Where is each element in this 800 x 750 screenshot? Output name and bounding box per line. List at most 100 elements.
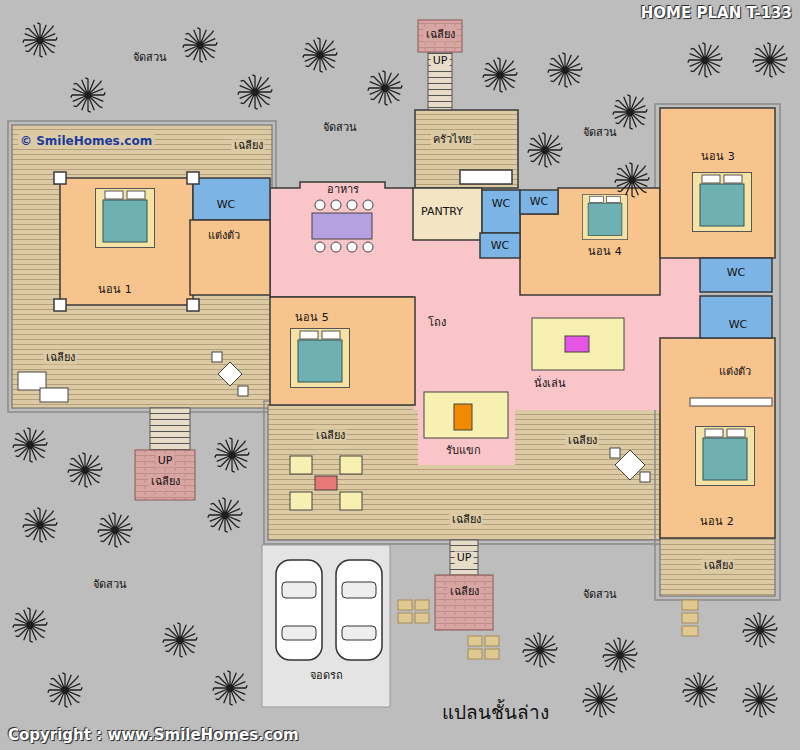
room-label: นั่งเล่น [532, 377, 568, 390]
tree-symbol [603, 638, 637, 672]
stair-landing: UPเฉลียง [435, 540, 493, 630]
furniture [18, 173, 772, 511]
tree-symbol [98, 513, 132, 547]
copyright-note: Copyright : www.SmileHomes.com [6, 726, 301, 744]
rooms [190, 220, 270, 295]
room-label: เฉลียง [566, 434, 599, 447]
rooms [270, 297, 415, 405]
tree-symbol [368, 71, 402, 105]
stepping-stones [468, 649, 482, 659]
garden-label: จัดสวน [581, 126, 619, 139]
deck [8, 121, 276, 412]
bedroom: นอน 2 แต่งตัว [660, 338, 775, 538]
furniture [40, 388, 68, 402]
furniture [690, 398, 772, 406]
dressing-room: แต่งตัว [190, 220, 270, 295]
stepping-stones [415, 613, 429, 623]
stepping-stones [415, 600, 429, 610]
tree-symbol [688, 43, 722, 77]
deck [268, 405, 660, 540]
living-room: นั่งเล่น [520, 295, 660, 410]
kitchen: ครัวไทย [415, 110, 518, 188]
stepping-stones [398, 613, 412, 623]
garden-label: จัดสวน [321, 121, 359, 134]
dressing-room: แต่งตัว [690, 345, 772, 395]
stairs [418, 20, 462, 52]
tree-symbol [483, 58, 517, 92]
room-label: นอน 1 [96, 283, 134, 296]
room-label: เฉลียง [232, 139, 265, 152]
hall-floor [660, 258, 700, 338]
garden-label: จัดสวน [131, 51, 169, 64]
furniture [582, 194, 627, 239]
deck [660, 538, 775, 596]
tree-symbol [548, 53, 582, 87]
stairs [135, 450, 195, 500]
furniture [610, 448, 620, 458]
tree-symbol [528, 133, 562, 167]
room-label: นอน 2 [698, 515, 736, 528]
rooms [187, 299, 199, 311]
rooms [700, 258, 772, 292]
room-label: PANTRY [419, 205, 465, 218]
tree-symbol [23, 508, 57, 542]
bathroom: WC [700, 296, 772, 338]
furniture [218, 362, 242, 386]
bathroom: WC [480, 233, 520, 258]
furniture [331, 200, 341, 210]
furniture [96, 189, 155, 248]
tree-symbol [163, 623, 197, 657]
furniture [315, 242, 325, 252]
stepping-stones [682, 626, 698, 636]
furniture [212, 352, 222, 362]
furniture [363, 242, 373, 252]
bedroom: นอน 3 [660, 108, 775, 258]
tree-symbol [208, 498, 242, 532]
tree-symbol [683, 673, 717, 707]
rooms [193, 178, 270, 220]
stairs [435, 575, 493, 630]
room-label: แต่งตัว [206, 229, 242, 242]
room-label: นอน 3 [699, 150, 737, 163]
stairs [450, 540, 478, 575]
tree-symbol [753, 43, 787, 77]
tree-symbol [215, 438, 249, 472]
deck [8, 104, 780, 600]
room-label: เฉลียง [448, 585, 481, 598]
bathroom: WC [520, 190, 558, 214]
hall: โถง [413, 240, 520, 380]
tree-symbol [13, 23, 787, 717]
plan-title: HOME PLAN T-133 [639, 4, 794, 22]
furniture [565, 336, 589, 352]
room-label: จอดรถ [308, 669, 345, 682]
carport: จอดรถ [262, 545, 390, 707]
parking [262, 545, 390, 707]
furniture [347, 242, 357, 252]
furniture [18, 372, 46, 390]
furniture [363, 200, 373, 210]
room-label: เฉลียง [314, 429, 347, 442]
room-label: WC [528, 195, 551, 208]
stepping-stones [468, 636, 482, 646]
room-label: WC [490, 197, 513, 210]
rooms [660, 108, 775, 258]
furniture [424, 392, 508, 438]
deck [655, 104, 780, 600]
parking [336, 560, 382, 660]
parking [336, 560, 382, 660]
parking [282, 626, 316, 640]
hall-floor [418, 380, 515, 465]
parking [342, 626, 376, 640]
parking [342, 582, 376, 598]
rooms [520, 188, 660, 295]
tree-symbol [615, 163, 649, 197]
rooms [660, 338, 775, 538]
room-label: นอน 5 [293, 311, 331, 324]
bathroom: WC [700, 258, 772, 292]
room-label: UP [431, 54, 450, 67]
deck [264, 401, 664, 544]
